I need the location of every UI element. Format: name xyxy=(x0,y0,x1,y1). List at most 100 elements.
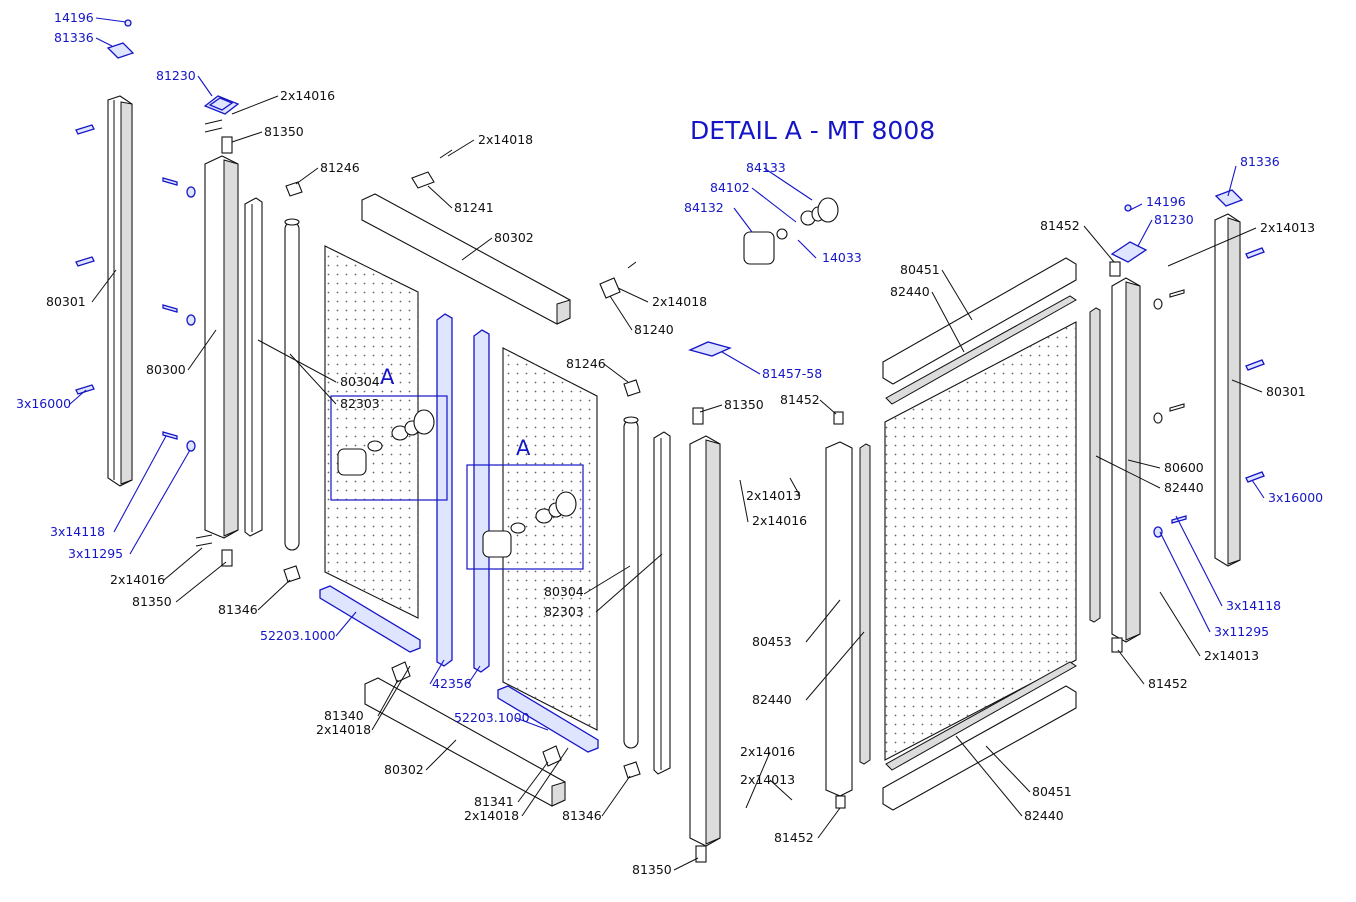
profile-80301-left xyxy=(107,95,133,487)
roller-81346-left xyxy=(283,565,301,583)
screws-3x14118-left xyxy=(162,177,178,440)
pins-2x14016-top-left xyxy=(204,119,223,133)
label-81241: 81241 xyxy=(454,200,494,215)
label-81452-a: 81452 xyxy=(780,392,820,407)
tube-80304-right xyxy=(623,416,639,749)
label-2x14013-top: 2x14013 xyxy=(746,488,801,503)
seal-52203-right xyxy=(497,685,599,753)
seal-strip-left xyxy=(244,197,263,537)
label-81350-bottom: 81350 xyxy=(132,594,172,609)
label-81340: 81340 xyxy=(324,708,364,723)
label-3x11295-right: 3x11295 xyxy=(1214,624,1269,639)
label-2x14013-right-top: 2x14013 xyxy=(1260,220,1315,235)
cap-81350-top-center xyxy=(692,407,704,425)
label-80301-right: 80301 xyxy=(1266,384,1306,399)
label-2x14016-top: 2x14016 xyxy=(280,88,335,103)
part-labels: 14196 81336 81230 2x14016 81350 81246 2x… xyxy=(16,10,1323,877)
detail-a-knob-assembly xyxy=(743,197,839,265)
profile-42356-a xyxy=(436,313,453,667)
seal-82440-right-vertical xyxy=(1089,307,1101,623)
seal-82440-top xyxy=(885,295,1077,405)
label-81230-right: 81230 xyxy=(1154,212,1194,227)
label-80300: 80300 xyxy=(146,362,186,377)
label-80451-bottom: 80451 xyxy=(1032,784,1072,799)
cap-81230-right xyxy=(1110,241,1148,263)
seal-82440-vertical xyxy=(859,443,871,765)
label-81350-top-center: 81350 xyxy=(724,397,764,412)
label-2x14018-bottom-a: 2x14018 xyxy=(316,722,371,737)
label-81341: 81341 xyxy=(474,794,514,809)
diagram-title: DETAIL A - MT 8008 xyxy=(690,116,935,145)
screws-3x16000-right xyxy=(1245,247,1265,483)
detail-letter-left: A xyxy=(380,365,395,389)
pins-2x14016-bottom-left xyxy=(195,534,213,547)
cap-81452-d xyxy=(1111,637,1123,653)
label-14196-left: 14196 xyxy=(54,10,94,25)
bracket-81336-right xyxy=(1214,189,1244,207)
label-81350-top: 81350 xyxy=(264,124,304,139)
profile-center xyxy=(689,435,721,847)
label-52203-right: 52203.1000 xyxy=(454,710,530,725)
label-2x14018-mid: 2x14018 xyxy=(652,294,707,309)
label-2x14016-bottom-center: 2x14016 xyxy=(740,744,795,759)
label-80302-top: 80302 xyxy=(494,230,534,245)
label-81452-d: 81452 xyxy=(1148,676,1188,691)
bracket-81340 xyxy=(391,661,411,683)
knob-detail-left xyxy=(337,409,435,476)
label-80302-bottom: 80302 xyxy=(384,762,424,777)
cap-81452-c xyxy=(1109,261,1121,277)
label-82440-vertical: 82440 xyxy=(752,692,792,707)
label-2x14018-top: 2x14018 xyxy=(478,132,533,147)
label-81350-bottom-center: 81350 xyxy=(632,862,672,877)
cap-81452-b xyxy=(835,795,846,809)
label-82303-right: 82303 xyxy=(544,604,584,619)
seal-strip-82303-right xyxy=(653,431,671,775)
detail-letter-right: A xyxy=(516,436,531,460)
cap-81350-bottom-left xyxy=(221,549,233,567)
rail-80451-top xyxy=(882,257,1077,385)
label-42356: 42356 xyxy=(432,676,472,691)
label-2x14013-right-bottom: 2x14013 xyxy=(1204,648,1259,663)
cap-81452-a xyxy=(833,411,844,425)
label-2x14016-bottom: 2x14016 xyxy=(110,572,165,587)
label-81452-b: 81452 xyxy=(774,830,814,845)
screw-14196-left xyxy=(124,19,132,27)
rail-80302-bottom xyxy=(364,677,566,807)
label-82440-right: 82440 xyxy=(1164,480,1204,495)
label-84102: 84102 xyxy=(710,180,750,195)
rail-80451-bottom xyxy=(882,685,1077,811)
tube-80304-left xyxy=(284,218,300,551)
cap-81350-top-left xyxy=(221,136,233,154)
label-82440-top: 82440 xyxy=(890,284,930,299)
label-80304-left: 80304 xyxy=(340,374,380,389)
label-3x11295-left: 3x11295 xyxy=(68,546,123,561)
screws-3x14118-right xyxy=(1169,289,1187,524)
glass-panel-right-pattern xyxy=(503,348,597,730)
cap-81230-left xyxy=(203,95,240,115)
profile-80453 xyxy=(825,441,853,797)
label-81230-left: 81230 xyxy=(156,68,196,83)
label-81457-58: 81457-58 xyxy=(762,366,822,381)
seal-82440-bottom xyxy=(885,661,1077,771)
label-81336-right: 81336 xyxy=(1240,154,1280,169)
label-81246-right: 81246 xyxy=(566,356,606,371)
label-2x14016-right: 2x14016 xyxy=(752,513,807,528)
label-80451-top: 80451 xyxy=(900,262,940,277)
detail-a-box-right xyxy=(466,464,584,570)
seal-52203-left xyxy=(319,585,421,653)
roller-81346-right xyxy=(623,761,641,779)
label-80600: 80600 xyxy=(1164,460,1204,475)
glass-panel-large-pattern xyxy=(885,322,1076,760)
label-14196-right: 14196 xyxy=(1146,194,1186,209)
bracket-81341 xyxy=(542,745,562,767)
label-81346-left: 81346 xyxy=(218,602,258,617)
profile-80600 xyxy=(1111,277,1141,643)
label-3x14118-right: 3x14118 xyxy=(1226,598,1281,613)
label-80453: 80453 xyxy=(752,634,792,649)
label-81336-left: 81336 xyxy=(54,30,94,45)
label-2x14018-bottom-b: 2x14018 xyxy=(464,808,519,823)
label-81246-left: 81246 xyxy=(320,160,360,175)
rail-80302-top xyxy=(361,193,571,325)
